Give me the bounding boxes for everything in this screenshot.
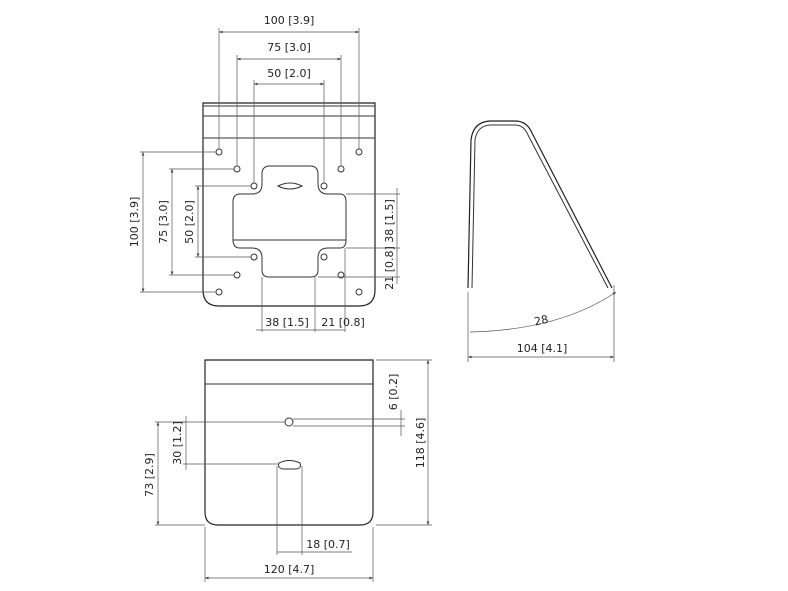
- dim-label: 104 [4.1]: [517, 342, 568, 355]
- hole: [233, 165, 241, 173]
- bottom-plate-outline: [204, 359, 374, 526]
- hole: [337, 271, 345, 279]
- dim-label: 118 [4.6]: [414, 418, 427, 469]
- dim-label: 73 [2.9]: [143, 453, 156, 497]
- hole: [284, 417, 294, 427]
- angle-dimension: [469, 291, 617, 333]
- dim-label: 100 [3.9]: [128, 197, 141, 248]
- hole: [355, 148, 363, 156]
- dim-label: 18 [0.7]: [306, 538, 350, 551]
- dim-label: 28: [533, 313, 549, 329]
- cross-cutout: [232, 165, 347, 278]
- hole: [355, 288, 363, 296]
- dim-label: 38 [1.5]: [265, 316, 309, 329]
- front-plate-outline: [202, 102, 376, 307]
- slot-hole: [276, 182, 304, 190]
- dim-label: 75 [3.0]: [267, 41, 311, 54]
- dim-label: 21 [0.8]: [383, 246, 396, 290]
- mount-holes: [215, 148, 363, 296]
- hole: [215, 148, 223, 156]
- hole: [337, 165, 345, 173]
- dim-label: 100 [3.9]: [264, 14, 315, 27]
- dim-label: 38 [1.5]: [383, 199, 396, 243]
- hole: [215, 288, 223, 296]
- front-view: 100 [3.9] 75 [3.0] 50 [2.0] 100 [3.9] 75…: [128, 14, 400, 332]
- dimension-lines: [140, 28, 400, 332]
- dim-label: 6 [0.2]: [387, 374, 400, 411]
- dim-label: 50 [2.0]: [267, 67, 311, 80]
- hole: [233, 271, 241, 279]
- hole: [320, 182, 328, 190]
- dim-label: 120 [4.7]: [264, 563, 315, 576]
- hole: [250, 182, 258, 190]
- dim-label: 75 [3.0]: [157, 200, 170, 244]
- bottom-view: 6 [0.2] 118 [4.6] 30 [1.2] 73 [2.9] 18 […: [143, 359, 432, 582]
- hole: [250, 253, 258, 261]
- side-profile: [467, 120, 613, 289]
- slot-hole: [278, 460, 301, 470]
- hole: [320, 253, 328, 261]
- dimension-lines: [155, 359, 432, 582]
- dim-label: 50 [2.0]: [183, 200, 196, 244]
- dim-label: 21 [0.8]: [321, 316, 365, 329]
- dim-label: 30 [1.2]: [171, 421, 184, 465]
- side-view: 104 [4.1] 28: [467, 120, 617, 362]
